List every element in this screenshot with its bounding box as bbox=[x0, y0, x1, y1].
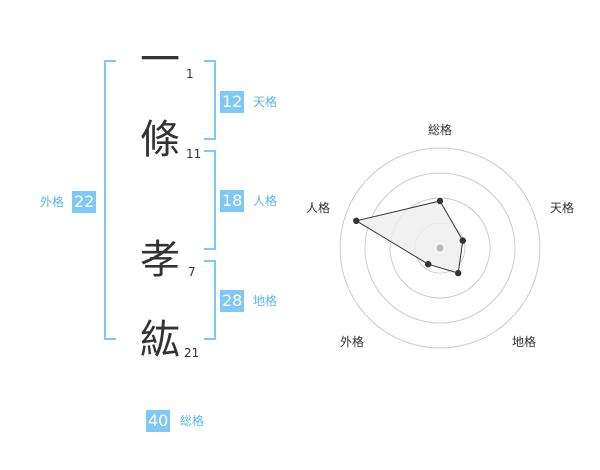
radar-point bbox=[455, 269, 462, 277]
radar-ring bbox=[364, 172, 516, 324]
radar-ring bbox=[339, 147, 541, 349]
tenkaku-bracket bbox=[204, 60, 216, 140]
stroke-count-3: 7 bbox=[188, 265, 196, 279]
radar-axis-label-chikaku: 地格 bbox=[512, 335, 537, 349]
jinkaku-label: 人格 bbox=[253, 194, 278, 208]
gaikaku-label: 外格 bbox=[40, 195, 65, 209]
radar-axis-label-jinkaku: 人格 bbox=[306, 201, 331, 215]
radar-point bbox=[425, 261, 432, 268]
stroke-count-4: 21 bbox=[184, 346, 200, 360]
radar-point bbox=[353, 217, 360, 224]
jinkaku-bracket bbox=[204, 150, 216, 250]
jinkaku-value-badge: 18 bbox=[220, 190, 245, 212]
radar-point bbox=[436, 197, 444, 205]
name-char-3: 孝 bbox=[140, 237, 180, 283]
radar-axis-label-soukaku: 総格 bbox=[428, 123, 453, 137]
stroke-count-1: 1 bbox=[186, 67, 194, 81]
name-char-2: 條 bbox=[140, 117, 180, 163]
tenkaku-value-badge: 12 bbox=[220, 91, 245, 113]
radar-point bbox=[459, 237, 466, 244]
tenkaku-label: 天格 bbox=[253, 95, 278, 109]
radar-polygon bbox=[354, 200, 464, 274]
radar-axis-label-gaikaku: 外格 bbox=[340, 335, 365, 349]
chikaku-bracket bbox=[204, 260, 216, 340]
soukaku-label: 総格 bbox=[180, 414, 205, 428]
gaikaku-bracket bbox=[104, 60, 116, 340]
stroke-count-2: 11 bbox=[186, 147, 202, 161]
chikaku-value-badge: 28 bbox=[220, 290, 245, 312]
gaikaku-value-badge: 22 bbox=[72, 191, 97, 213]
name-char-4: 紘 bbox=[140, 317, 180, 363]
chikaku-label: 地格 bbox=[253, 294, 278, 308]
radar-axis-label-tenkaku: 天格 bbox=[550, 201, 575, 215]
radar-center-point bbox=[436, 244, 444, 252]
name-char-1: 一 bbox=[140, 37, 180, 83]
soukaku-value-badge: 40 bbox=[146, 410, 171, 432]
